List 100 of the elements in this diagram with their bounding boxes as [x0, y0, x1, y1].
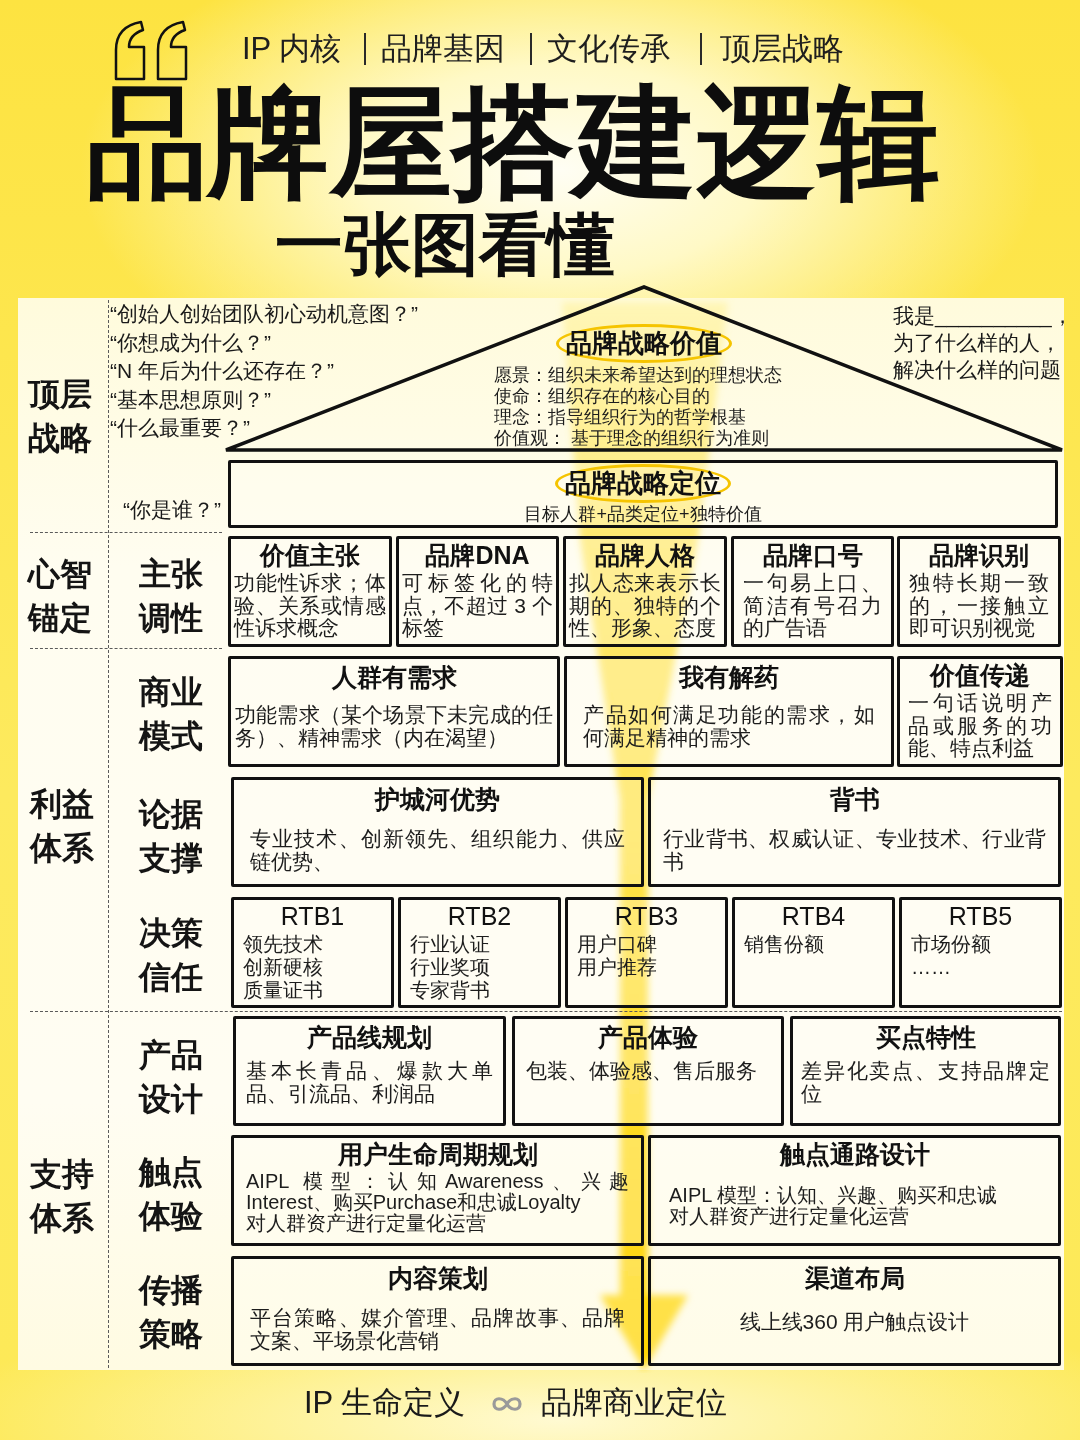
prompt-text: 我是__________，为了什么样的人，解决什么样的问题 — [893, 303, 1074, 383]
description-text: 线上线360 用户触点设计 — [738, 1311, 971, 1334]
description-text: 差异化卖点、支持品牌定位 — [801, 1060, 1050, 1105]
info-box — [648, 1135, 1061, 1246]
description-text: 领先技术 — [243, 933, 324, 956]
description-text: 拟人态来表示长期的、独特的个性、形象、态度 — [569, 572, 721, 640]
info-box — [648, 777, 1061, 887]
footer-text: IP 生命定义 — [304, 1384, 466, 1422]
info-box — [731, 536, 894, 647]
section-heading: 买点特性 — [875, 1022, 976, 1052]
section-heading: 护城河优势 — [375, 784, 500, 814]
section-heading: 品牌识别 — [929, 540, 1029, 570]
title: 品牌屋搭建逻辑 — [86, 82, 940, 204]
category-label: 传播策略 — [139, 1271, 204, 1354]
description-text: 产品如何满足功能的需求，如何满足精神的需求 — [583, 704, 875, 749]
description-text: AIPL 模型：认知、兴趣、购买和忠诚 — [669, 1185, 999, 1206]
description-text: 基本长青品、爆款大单品、引流品、利润品 — [246, 1060, 493, 1105]
tagline-text: IP 内核 — [242, 30, 342, 67]
definition-text: 愿景：组织未来希望达到的理想状态 — [494, 365, 782, 386]
question-text: “什么最重要？” — [110, 415, 250, 441]
category-label: 决策信任 — [139, 914, 204, 997]
info-box — [563, 536, 727, 647]
description-text: …… — [911, 956, 952, 979]
section-heading: 背书 — [829, 784, 880, 814]
description-text: 创新硬核 — [243, 956, 324, 979]
description-text: AIPL 模型：认知Awareness、兴趣Interest、购买Purchase和忠诚Loyalty — [246, 1171, 629, 1213]
description-text: 行业奖项 — [410, 956, 491, 979]
category-label: 商业模式 — [139, 673, 204, 756]
category-label: 利益体系 — [30, 785, 95, 868]
info-box — [396, 536, 559, 647]
description-text: 一句易上口、简洁有号召力的广告语 — [743, 572, 882, 640]
description-text: 市场份额 — [911, 933, 992, 956]
info-box — [228, 656, 560, 767]
info-box — [231, 897, 394, 1008]
category-label: 产品设计 — [139, 1036, 204, 1119]
section-heading: 品牌人格 — [595, 540, 695, 570]
section-heading: RTB5 — [948, 901, 1013, 931]
question-text: “你是谁？” — [123, 497, 221, 523]
info-box — [648, 1256, 1061, 1366]
section-heading: 我有解药 — [679, 662, 779, 692]
question-text: “基本思想原则？” — [110, 386, 271, 413]
description-text: 平台策略、媒介管理、品牌故事、品牌文案、平场景化营销 — [250, 1307, 625, 1352]
section-heading: 价值传递 — [930, 660, 1030, 690]
definition-text: 使命：组织存在的核心目的 — [494, 386, 711, 407]
section-heading: 人群有需求 — [331, 662, 457, 692]
info-box — [790, 1016, 1061, 1126]
category-label: 支持体系 — [30, 1155, 95, 1238]
description-text: 专业技术、创新领先、组织能力、供应链优势、 — [250, 828, 625, 873]
section-heading: 渠道布局 — [804, 1263, 905, 1293]
info-box — [233, 1016, 506, 1126]
description-text: 对人群资产进行定量化运营 — [669, 1206, 909, 1227]
category-label: 顶层战略 — [28, 375, 93, 458]
info-box — [897, 536, 1061, 647]
info-box — [231, 777, 644, 887]
description-text: 对人群资产进行定量化运营 — [246, 1213, 487, 1234]
section-heading: RTB4 — [781, 901, 846, 931]
description-text: 用户推荐 — [577, 956, 658, 979]
info-box — [228, 536, 392, 647]
info-box — [231, 1256, 644, 1366]
section-heading: 触点通路设计 — [779, 1139, 930, 1169]
section-heading: 品牌DNA — [425, 540, 530, 570]
tagline-text: 顶层战略 — [720, 30, 844, 67]
category-label: 主张调性 — [139, 555, 204, 638]
tagline-text: 文化传承 — [547, 30, 671, 67]
question-text: “你想成为什么？” — [110, 329, 271, 356]
category-label: 心智锚定 — [28, 555, 93, 638]
section-heading: RTB3 — [614, 901, 679, 931]
description-text: 可标签化的特点，不超过 3 个标签 — [402, 572, 553, 640]
description-text: 功能性诉求；体验、关系或情感性诉求概念 — [234, 572, 386, 640]
info-box — [897, 656, 1063, 767]
definition-text: 理念：指导组织行为的哲学根基 — [494, 407, 747, 428]
subtitle: 一张图看懂 — [275, 206, 615, 282]
question-text: “N 年后为什么还存在？” — [110, 358, 334, 384]
section-heading: RTB1 — [280, 901, 345, 931]
section-heading: 用户生命周期规划 — [337, 1139, 538, 1169]
description-text: 专家背书 — [410, 979, 491, 1002]
section-heading: 价值主张 — [260, 540, 360, 570]
section-heading: 内容策划 — [387, 1263, 488, 1293]
description-text: 一句话说明产品或服务的功能、特点利益 — [908, 692, 1052, 760]
description-text: 用户口碑 — [577, 933, 658, 956]
highlighted-heading: 品牌战略价值 — [556, 324, 732, 363]
description-text: 行业背书、权威认证、专业技术、行业背书 — [663, 828, 1046, 873]
info-box — [231, 1135, 644, 1246]
info-box — [899, 897, 1062, 1008]
definition-text: 价值观： 基于理念的组织行为准则 — [494, 428, 770, 449]
category-label: 触点体验 — [139, 1153, 204, 1236]
category-label: 论据支撑 — [139, 795, 204, 878]
description-text: 包装、体验感、售后服务 — [526, 1060, 758, 1083]
info-box — [564, 656, 894, 767]
info-box — [732, 897, 895, 1008]
description-text: 销售份额 — [744, 933, 825, 956]
info-box — [512, 1016, 784, 1126]
description-text: 行业认证 — [410, 933, 491, 956]
section-heading: 品牌口号 — [762, 540, 863, 570]
description-text: 功能需求（某个场景下未完成的任务）、精神需求（内在渴望） — [235, 704, 553, 749]
question-text: “创始人创始团队初心动机意图？” — [110, 301, 418, 327]
footer-text: 品牌商业定位 — [541, 1384, 727, 1422]
section-heading: RTB2 — [447, 901, 512, 931]
info-box — [398, 897, 561, 1008]
description-text: 质量证书 — [243, 979, 324, 1002]
